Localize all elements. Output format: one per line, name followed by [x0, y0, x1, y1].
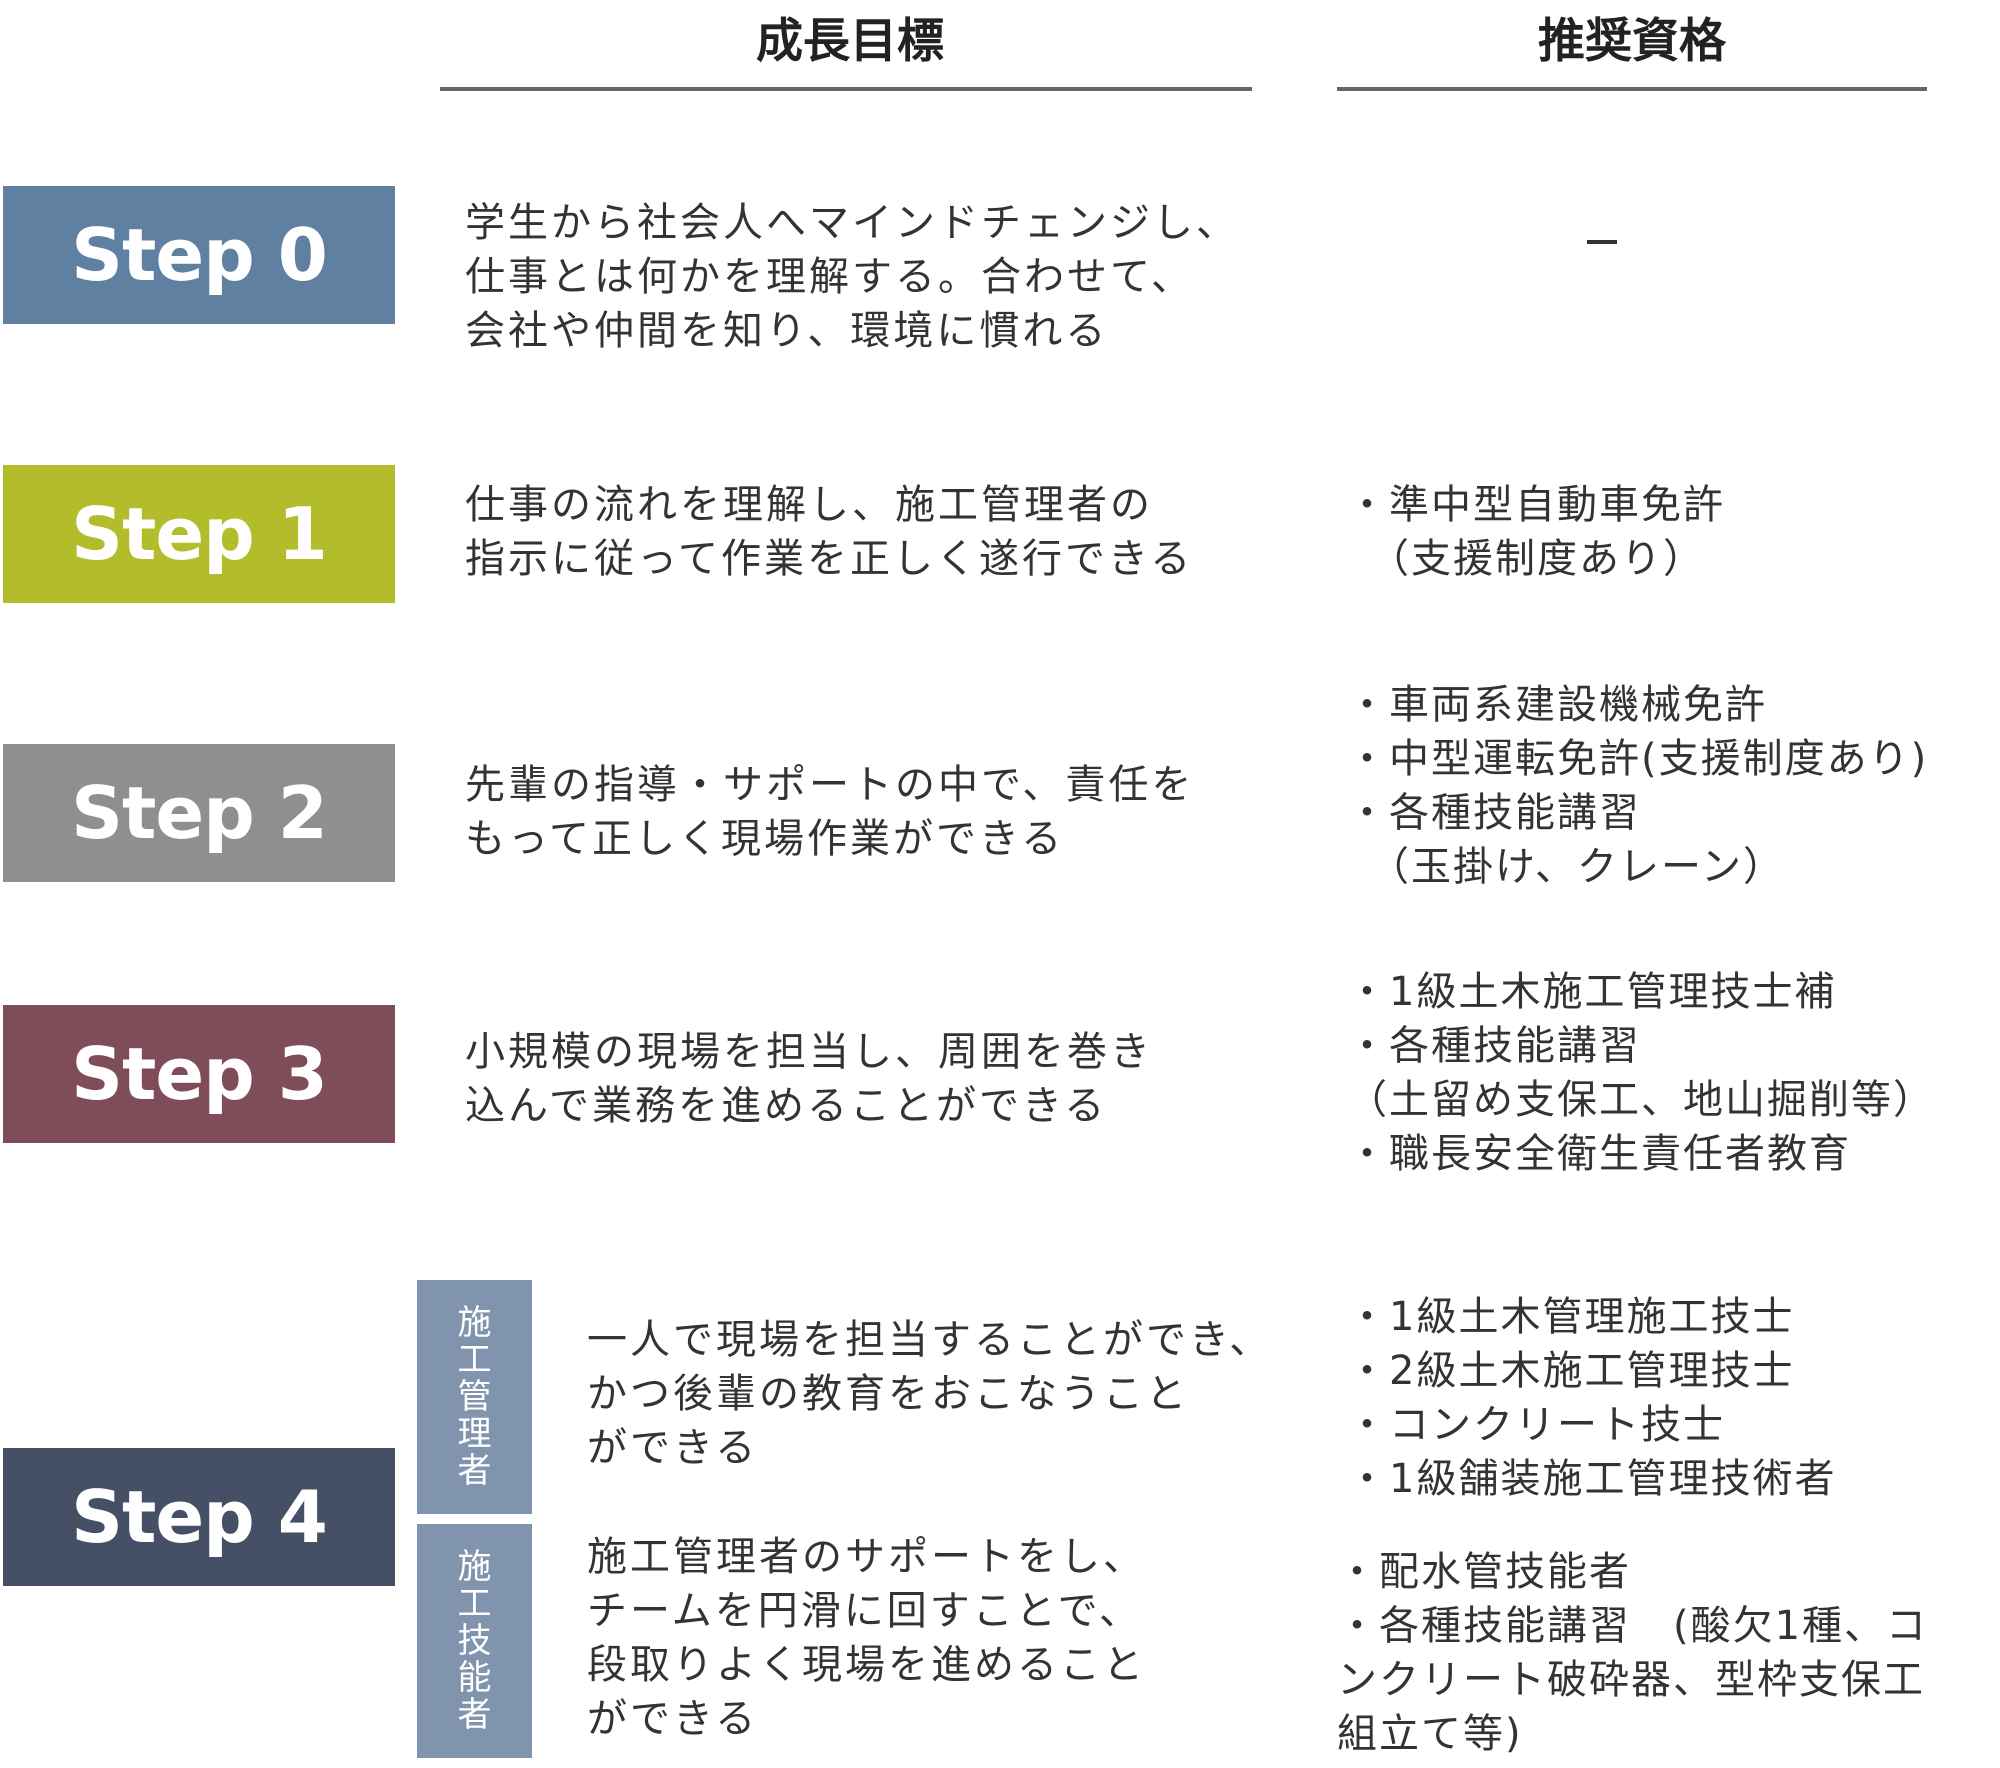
step-2-qualification: ・車両系建設機械免許 ・中型運転免許(支援制度あり) ・各種技能講習 （玉掛け、…: [1347, 682, 1929, 890]
step-2-badge: Step 2: [3, 744, 395, 882]
qualification-header-underline: [1337, 87, 1927, 91]
step-1-goal: 仕事の流れを理解し、施工管理者の 指示に従って作業を正しく遂行できる: [465, 482, 1194, 582]
step-2-goal: 先輩の指導・サポートの中で、責任を もって正しく現場作業ができる: [465, 762, 1195, 862]
step-4-technician-qualification: ・配水管技能者 ・各種技能講習 (酸欠1種、コ ンクリート破砕器、型枠支保工 組…: [1337, 1549, 1929, 1757]
step-1-qualification: ・準中型自動車免許 （支援制度あり）: [1347, 482, 1725, 582]
step-3-goal: 小規模の現場を担当し、周囲を巻き 込んで業務を進めることができる: [465, 1029, 1153, 1129]
qualification-column-header: 推奨資格: [1538, 14, 1726, 69]
step-4-manager-qualification: ・1級土木管理施工技士 ・2級土木施工管理技士 ・コンクリート技士 ・1級舗装施…: [1347, 1294, 1837, 1502]
step-4-role-manager-text: 施工管理者: [457, 1302, 492, 1491]
step-0-badge: Step 0: [3, 186, 395, 324]
step-4-manager-goal: 一人で現場を担当することができ、 かつ後輩の教育をおこなうこと ができる: [587, 1317, 1273, 1471]
step-3-qualification: ・1級土木施工管理技士補 ・各種技能講習 （土留め支保工、地山掘削等） ・職長安…: [1347, 969, 1935, 1177]
step-4-role-manager-label: 施工管理者: [417, 1280, 532, 1514]
step-4-badge: Step 4: [3, 1448, 395, 1586]
step-1-badge: Step 1: [3, 465, 395, 603]
step-0-goal: 学生から社会人へマインドチェンジし、 仕事とは何かを理解する。合わせて、 会社や…: [465, 200, 1239, 354]
goal-column-header: 成長目標: [756, 14, 944, 69]
step-4-role-technician-label: 施工技能者: [417, 1524, 532, 1758]
step-4-role-technician-text: 施工技能者: [457, 1546, 492, 1735]
goal-header-underline: [440, 87, 1252, 91]
step-3-badge: Step 3: [3, 1005, 395, 1143]
step-4-technician-goal: 施工管理者のサポートをし、 チームを円滑に回すことで、 段取りよく現場を進めるこ…: [587, 1534, 1146, 1742]
step-0-no-qualification-dash: [1587, 240, 1617, 244]
